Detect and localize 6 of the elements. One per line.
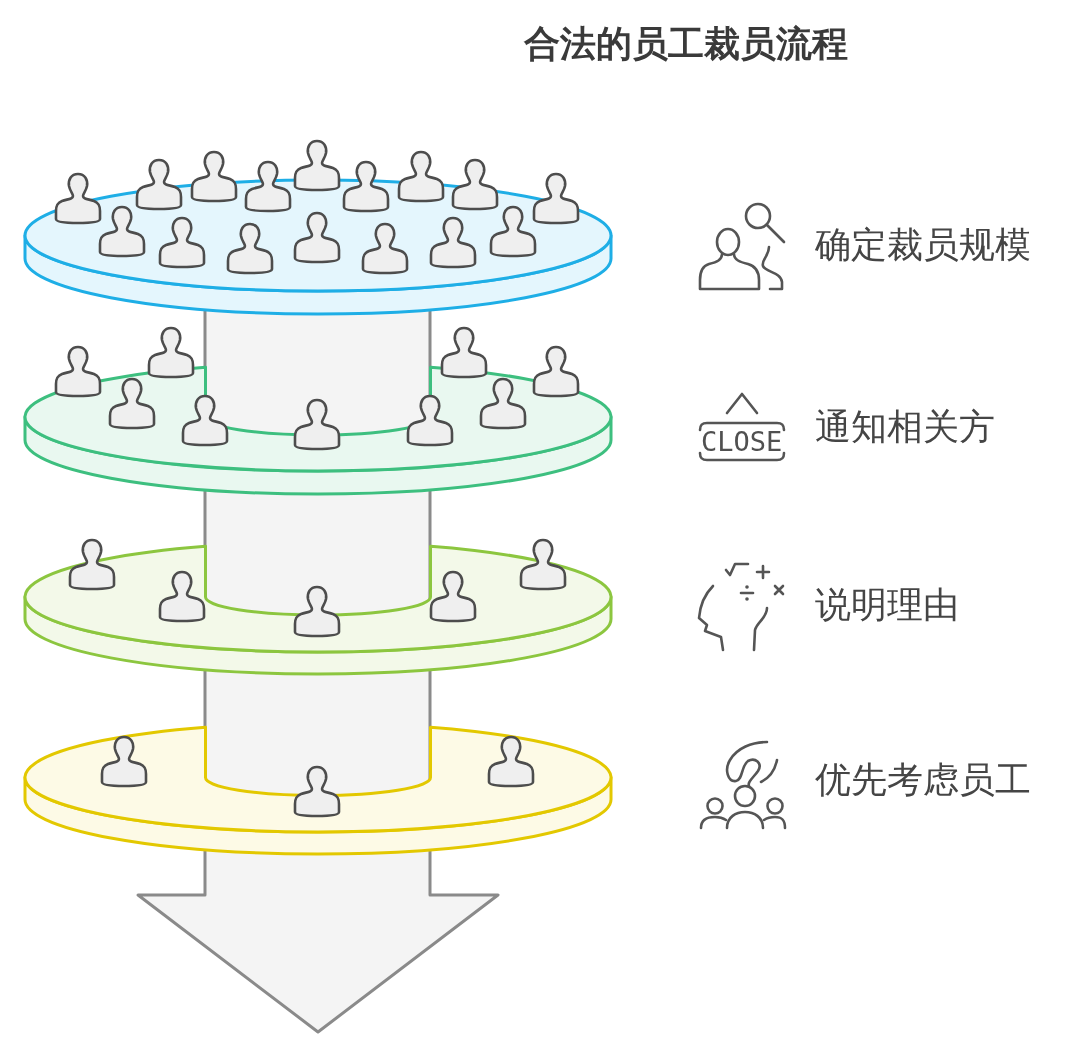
step-label: 说明理由	[815, 583, 959, 627]
step-label: 优先考虑员工	[815, 758, 1031, 802]
diagram-title: 合法的员工裁员流程	[524, 22, 848, 66]
sign-text: CLOSE	[701, 427, 783, 457]
step-label: 通知相关方	[815, 405, 995, 449]
step-label: 确定裁员规模	[815, 223, 1031, 267]
